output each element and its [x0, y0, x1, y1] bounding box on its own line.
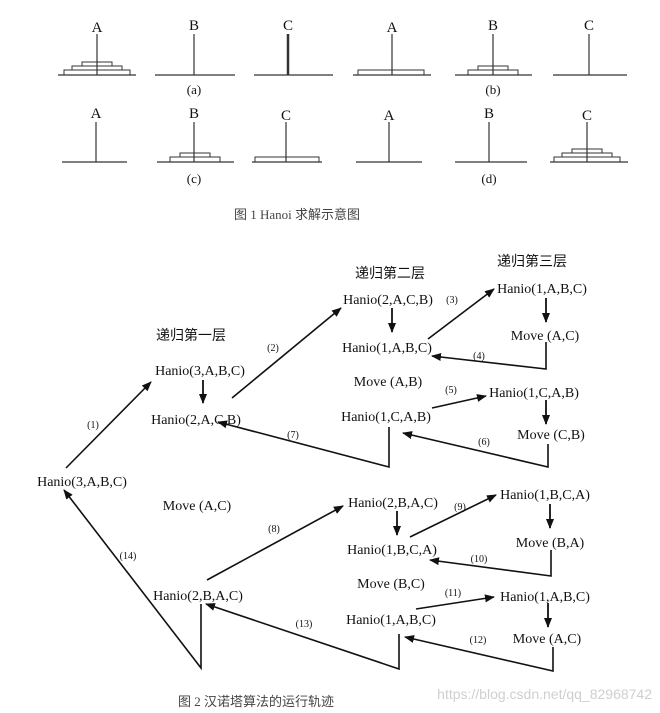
fig1-panel-a [58, 34, 333, 76]
disk-large [357, 69, 425, 76]
edge-9 [409, 494, 497, 538]
peg-label-c: C [582, 108, 592, 124]
node-l3-b: Hanio(1,C,A,B) [489, 386, 579, 401]
step-label-5: (5) [445, 385, 457, 396]
node-l3-c-move: Move (B,A) [516, 536, 585, 551]
node-l3-c: Hanio(1,B,C,A) [500, 488, 590, 503]
edge-5 [431, 394, 487, 409]
edge-14 [63, 489, 202, 671]
step-label-11: (11) [445, 588, 461, 599]
edge-12 [404, 635, 554, 673]
node-l3-d-move: Move (A,C) [513, 632, 582, 647]
node-l1-a: Hanio(3,A,B,C) [155, 364, 245, 379]
step-label-8: (8) [268, 524, 280, 535]
edge-13 [205, 603, 400, 671]
edge-7 [217, 420, 390, 469]
disk-small [179, 152, 211, 158]
panel-label-b: (b) [485, 82, 500, 97]
edge-3 [427, 288, 495, 340]
fig2-caption: 图 2 汉诺塔算法的运行轨迹 [178, 694, 334, 709]
step-label-1: (1) [87, 420, 99, 431]
node-root: Hanio(3,A,B,C) [37, 475, 127, 490]
node-l2-d: Hanio(2,B,A,C) [348, 496, 438, 511]
edge-10 [429, 550, 552, 577]
edge-8 [206, 505, 344, 581]
fig1-caption: 图 1 Hanoi 求解示意图 [234, 207, 360, 222]
node-l2-move2: Move (B,C) [357, 577, 425, 592]
disk-medium [169, 156, 221, 163]
step-label-2: (2) [267, 343, 279, 354]
disk-small [477, 65, 509, 71]
edge-6 [402, 431, 549, 469]
peg-label-b: B [484, 106, 494, 122]
peg-label-a: A [384, 108, 395, 124]
node-l2-f: Hanio(1,A,B,C) [346, 613, 436, 628]
disk-small [571, 148, 603, 154]
node-l3-b-move: Move (C,B) [517, 428, 585, 443]
edge-1 [65, 381, 152, 469]
step-label-4: (4) [473, 351, 485, 362]
peg-label-c: C [281, 108, 291, 124]
level-1-title: 递归第一层 [156, 327, 226, 344]
node-l2-e: Hanio(1,B,C,A) [347, 543, 437, 558]
step-label-6: (6) [478, 437, 490, 448]
step-label-9: (9) [454, 502, 466, 513]
node-l2-move1: Move (A,B) [354, 375, 423, 390]
peg-label-a: A [387, 20, 398, 36]
peg-label-c: C [584, 18, 594, 34]
edge-2 [231, 307, 342, 399]
edge-11 [415, 594, 495, 610]
fig1-panel-d [356, 122, 628, 163]
panel-label-a: (a) [187, 82, 201, 97]
step-label-13: (13) [296, 619, 313, 630]
step-label-7: (7) [287, 430, 299, 441]
node-l3-a-move: Move (A,C) [511, 329, 580, 344]
peg-label-b: B [189, 18, 199, 34]
step-label-14: (14) [120, 551, 137, 562]
node-l2-c: Hanio(1,C,A,B) [341, 410, 431, 425]
peg-label-a: A [92, 20, 103, 36]
step-label-12: (12) [470, 635, 487, 646]
disk-large [254, 156, 320, 163]
level-3-title: 递归第三层 [497, 253, 567, 270]
node-l3-a: Hanio(1,A,B,C) [497, 282, 587, 297]
node-l1-move: Move (A,C) [163, 499, 232, 514]
step-label-10: (10) [471, 554, 488, 565]
panel-label-d: (d) [481, 171, 496, 186]
node-l3-d: Hanio(1,A,B,C) [500, 590, 590, 605]
disk-small [81, 61, 113, 67]
fig1-panel-c [62, 122, 322, 163]
peg-label-b: B [488, 18, 498, 34]
level-2-title: 递归第二层 [355, 265, 425, 282]
edge-4 [431, 342, 547, 370]
peg-label-c: C [283, 18, 293, 34]
node-l2-b: Hanio(1,A,B,C) [342, 341, 432, 356]
node-l1-c: Hanio(2,B,A,C) [153, 589, 243, 604]
node-l2-a: Hanio(2,A,C,B) [343, 293, 433, 308]
fig1-panel-b [353, 34, 627, 76]
watermark: https://blog.csdn.net/qq_82968742 [437, 686, 652, 702]
panel-label-c: (c) [187, 171, 201, 186]
step-label-3: (3) [446, 295, 458, 306]
peg-label-b: B [189, 106, 199, 122]
peg-label-a: A [91, 106, 102, 122]
node-l1-b: Hanio(2,A,C,B) [151, 413, 241, 428]
fig2-edges [63, 288, 554, 673]
